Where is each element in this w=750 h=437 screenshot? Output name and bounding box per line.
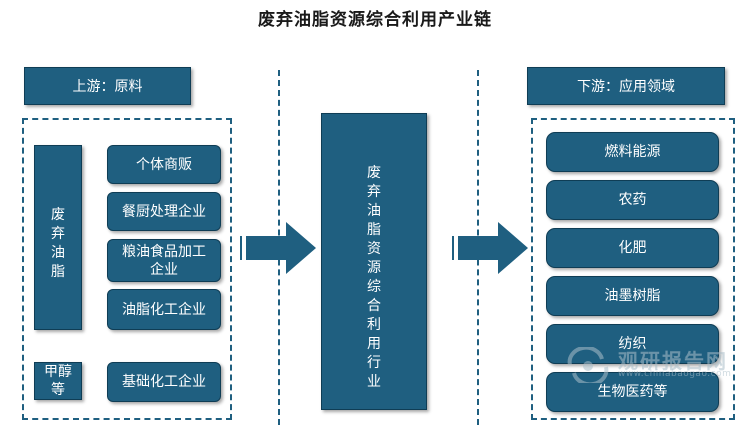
upstream-item-label: 个体商贩 [136,156,192,173]
diagram-title: 废弃油脂资源综合利用产业链 [258,10,492,30]
arrow-right-icon [446,222,528,274]
midstream-label-char: 油 [367,203,381,219]
midstream-label-char: 业 [367,374,381,390]
downstream-item-fertilizer: 化肥 [546,228,719,268]
upstream-item-grain-oil: 粮油食品加工 企业 [107,239,221,282]
midstream-label-char: 脂 [367,222,381,238]
midstream-box: 废弃油脂资源综合利用行业 [321,113,427,410]
midstream-label-char: 合 [367,298,381,314]
upstream-header-label: 上游：原料 [72,79,143,95]
upstream-item-label: 油脂化工企业 [122,301,206,318]
downstream-item-ink-resin: 油墨树脂 [546,276,719,316]
methanol-label-char: 等 [51,382,65,398]
upstream-item-label: 基础化工企业 [122,374,206,390]
downstream-item-textile: 纺织 [546,324,719,364]
midstream-label-char: 弃 [367,184,381,200]
upstream-header: 上游：原料 [24,67,191,105]
downstream-item-label: 纺织 [618,336,647,352]
waste-oil-label-char: 脂 [51,264,65,280]
upstream-item-label: 粮油食品加工 企业 [122,243,206,278]
waste-oil-label-box: 废弃油脂 [34,145,82,330]
midstream-label-char: 废 [367,165,381,181]
watermark-en: www.chinabaogao.com [618,369,732,379]
downstream-item-label: 农药 [618,192,647,208]
midstream-label-char: 综 [367,279,381,295]
downstream-item-biomedicine: 生物医药等 [546,372,719,412]
downstream-item-label: 油墨树脂 [604,288,661,304]
midstream-label-char: 源 [367,260,381,276]
arrow-right-icon [234,222,316,274]
downstream-item-fuel-energy: 燃料能源 [546,132,719,172]
upstream-item-oleochemical: 油脂化工企业 [107,289,221,330]
midstream-label-char: 行 [367,355,381,371]
downstream-item-label: 燃料能源 [604,144,661,160]
midstream-label-char: 用 [367,336,381,352]
upstream-item-kitchen-waste: 餐厨处理企业 [107,192,221,231]
midstream-label-char: 利 [367,317,381,333]
waste-oil-label-char: 废 [51,207,65,223]
upstream-item-label: 餐厨处理企业 [122,203,206,220]
waste-oil-label-char: 弃 [51,226,65,242]
methanol-label-char: 甲醇 [44,364,72,380]
downstream-frame [531,118,735,420]
watermark-cn: 观研报告网 [618,349,728,373]
downstream-item-label: 化肥 [618,240,647,256]
upstream-item-vendors: 个体商贩 [107,145,221,184]
downstream-item-label: 生物医药等 [597,384,668,400]
watermark: 观研报告网 www.chinabaogao.com [566,345,736,385]
waste-oil-label-char: 油 [51,245,65,261]
downstream-item-pesticide: 农药 [546,180,719,220]
upstream-frame [22,118,232,420]
upstream-item-basic-chemical: 基础化工企业 [107,362,221,402]
methanol-label-box: 甲醇等 [34,362,82,400]
watermark-logo-icon [567,347,609,383]
midstream-label-char: 资 [367,241,381,257]
downstream-header-label: 下游：应用领域 [577,79,675,95]
downstream-header: 下游：应用领域 [527,67,725,105]
